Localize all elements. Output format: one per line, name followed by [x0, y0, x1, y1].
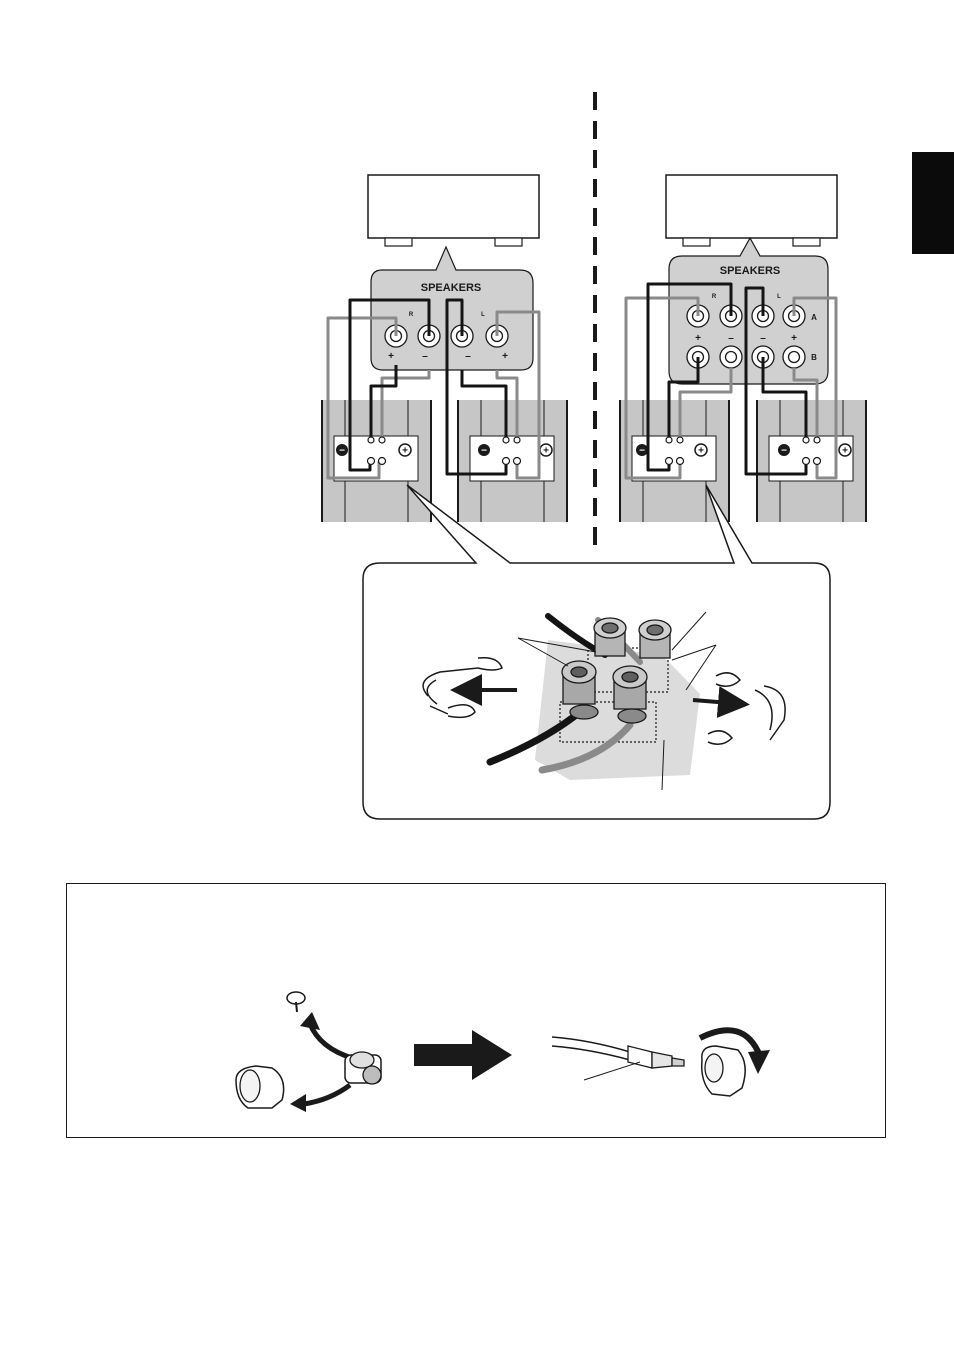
- svg-text:+: +: [842, 446, 848, 457]
- receiver-left: [368, 175, 539, 246]
- svg-text:L: L: [481, 312, 485, 318]
- speakers-label-left: SPEAKERS: [421, 282, 482, 294]
- banana-plug-icon: [628, 1046, 684, 1068]
- svg-text:+: +: [543, 446, 549, 457]
- svg-text:L: L: [777, 294, 781, 300]
- cap-removal-illustration: [236, 992, 381, 1112]
- speakers-label-right: SPEAKERS: [720, 265, 781, 277]
- svg-text:A: A: [811, 313, 817, 322]
- speaker-left-2: − +: [458, 400, 567, 522]
- binding-post-icon: [702, 1046, 745, 1096]
- svg-text:+: +: [698, 446, 704, 457]
- svg-text:–: –: [760, 333, 766, 344]
- cap-icon: [236, 1066, 284, 1108]
- speaker-left-1: − +: [322, 400, 431, 522]
- binding-post-icon: [345, 1052, 381, 1084]
- svg-text:R: R: [712, 294, 717, 300]
- speaker-right-2: − +: [757, 400, 866, 522]
- arrow-icon: [414, 1030, 512, 1080]
- svg-text:+: +: [388, 351, 394, 362]
- svg-text:+: +: [695, 333, 701, 344]
- receiver-right: [666, 175, 837, 246]
- svg-text:+: +: [502, 351, 508, 362]
- svg-text:+: +: [402, 446, 408, 457]
- svg-text:–: –: [728, 333, 734, 344]
- svg-text:−: −: [781, 446, 787, 457]
- svg-text:−: −: [481, 446, 487, 457]
- svg-text:–: –: [465, 351, 471, 362]
- svg-text:B: B: [811, 353, 817, 362]
- svg-text:−: −: [339, 446, 345, 457]
- banana-plug-illustration: [552, 1030, 770, 1096]
- svg-text:–: –: [422, 351, 428, 362]
- svg-text:−: −: [639, 446, 645, 457]
- pin-icon: [287, 992, 305, 1012]
- svg-text:R: R: [409, 312, 414, 318]
- svg-text:+: +: [791, 333, 797, 344]
- speaker-terminal-panel-left: SPEAKERS R L + – – +: [371, 247, 533, 370]
